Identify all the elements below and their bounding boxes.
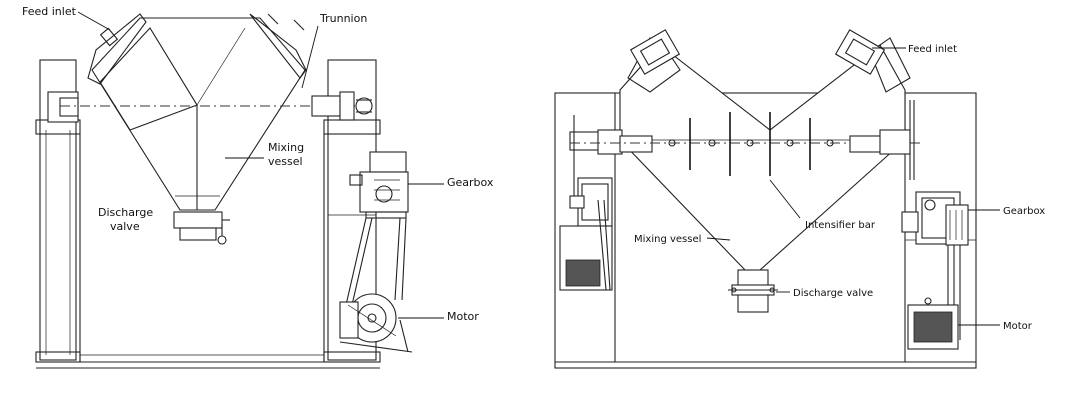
right-mixing-vessel <box>619 37 911 313</box>
left-drive-belt <box>345 217 407 306</box>
label-discharge-valve-left-2: valve <box>110 220 140 233</box>
right-motor <box>907 297 959 350</box>
right-discharge-valve <box>728 284 778 296</box>
left-discharge-valve <box>173 211 230 245</box>
trunnion-shaft <box>47 91 373 123</box>
label-motor-left: Motor <box>447 310 479 323</box>
label-gearbox-left: Gearbox <box>447 176 494 189</box>
label-mixing-vessel-left-2: vessel <box>268 155 303 168</box>
left-v-blender-diagram: Feed inlet Trunnion Mixing vessel Gearbo… <box>22 5 494 369</box>
right-labels: Feed inlet Gearbox Intensifier bar Mixin… <box>634 44 1045 332</box>
label-feed-inlet-right: Feed inlet <box>908 44 957 55</box>
label-discharge-valve-left-1: Discharge <box>98 206 153 219</box>
right-left-drive-assembly <box>559 115 613 291</box>
left-labels: Feed inlet Trunnion Mixing vessel Gearbo… <box>22 5 494 323</box>
label-mixing-vessel-left-1: Mixing <box>268 141 304 154</box>
label-mixing-vessel-right: Mixing vessel <box>634 234 701 245</box>
label-motor-right: Motor <box>1003 321 1033 332</box>
label-intensifier-bar: Intensifier bar <box>805 220 876 231</box>
left-feed-inlet-cover <box>99 13 305 47</box>
label-discharge-valve-right: Discharge valve <box>793 288 873 299</box>
label-gearbox-right: Gearbox <box>1003 206 1045 217</box>
left-mixing-vessel <box>87 13 307 211</box>
label-feed-inlet-left: Feed inlet <box>22 5 77 18</box>
right-feed-inlet-covers <box>629 29 886 75</box>
label-trunnion: Trunnion <box>319 12 367 25</box>
left-motor <box>339 293 413 353</box>
right-intensifier-shaft <box>569 112 920 176</box>
base-frame <box>36 134 380 369</box>
right-v-blender-diagram: Feed inlet Gearbox Intensifier bar Mixin… <box>554 29 1045 369</box>
right-gearbox <box>901 100 969 246</box>
left-gearbox <box>349 151 409 219</box>
